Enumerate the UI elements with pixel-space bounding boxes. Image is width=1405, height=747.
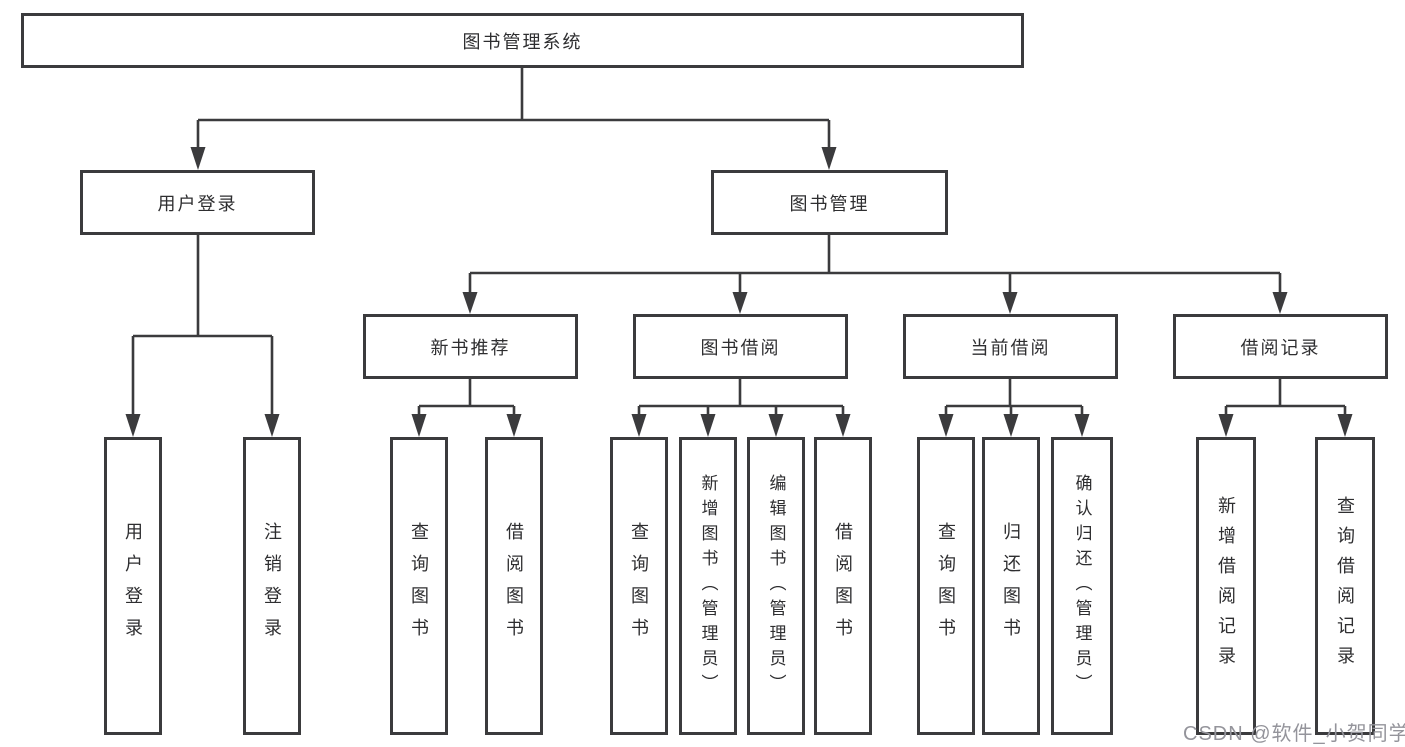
node-new-book-recommend: 新书推荐 <box>363 314 578 379</box>
leaf-query-books-3: 查询图书 <box>917 437 975 735</box>
node-current-borrowing: 当前借阅 <box>903 314 1118 379</box>
node-library-management-system: 图书管理系统 <box>21 13 1024 68</box>
leaf-query-books-2: 查询图书 <box>610 437 668 735</box>
leaf-add-books-admin: 新增图书（管理员） <box>679 437 737 735</box>
leaf-logout: 注销登录 <box>243 437 301 735</box>
node-user-login: 用户登录 <box>80 170 315 235</box>
node-borrowing-records: 借阅记录 <box>1173 314 1388 379</box>
leaf-confirm-return-admin: 确认归还（管理员） <box>1051 437 1113 735</box>
leaf-user-login: 用户登录 <box>104 437 162 735</box>
leaf-borrow-books-2: 借阅图书 <box>814 437 872 735</box>
leaf-return-books: 归还图书 <box>982 437 1040 735</box>
leaf-borrow-books-1: 借阅图书 <box>485 437 543 735</box>
leaf-query-borrow-record: 查询借阅记录 <box>1315 437 1375 735</box>
leaf-add-borrow-record: 新增借阅记录 <box>1196 437 1256 735</box>
csdn-watermark: CSDN @软件_小贺同学 <box>1183 723 1405 745</box>
arrowheads <box>125 147 1353 437</box>
leaf-query-books-1: 查询图书 <box>390 437 448 735</box>
node-book-borrowing: 图书借阅 <box>633 314 848 379</box>
leaf-edit-books-admin: 编辑图书（管理员） <box>747 437 805 735</box>
node-book-management: 图书管理 <box>711 170 948 235</box>
